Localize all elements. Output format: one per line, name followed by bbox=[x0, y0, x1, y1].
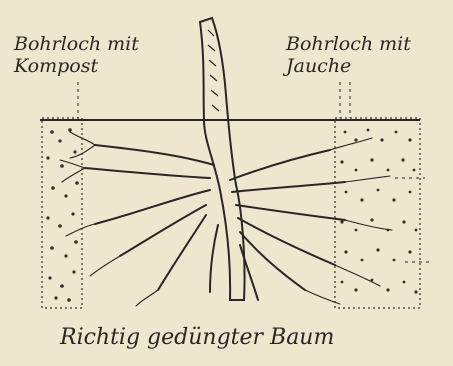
manure-label-line1: Bohrloch mit bbox=[286, 34, 411, 56]
manure-label-line2: Jauche bbox=[286, 56, 411, 78]
compost-label: Bohrloch mit Kompost bbox=[14, 34, 139, 78]
manure-borehole bbox=[335, 118, 420, 308]
compost-borehole bbox=[42, 118, 82, 308]
bark-texture bbox=[208, 30, 219, 111]
caption: Richtig gedüngter Baum bbox=[60, 325, 334, 350]
compost-label-line2: Kompost bbox=[14, 56, 139, 78]
tree-trunk bbox=[200, 18, 245, 300]
compost-label-line1: Bohrloch mit bbox=[14, 34, 139, 56]
manure-label: Bohrloch mit Jauche bbox=[286, 34, 411, 78]
